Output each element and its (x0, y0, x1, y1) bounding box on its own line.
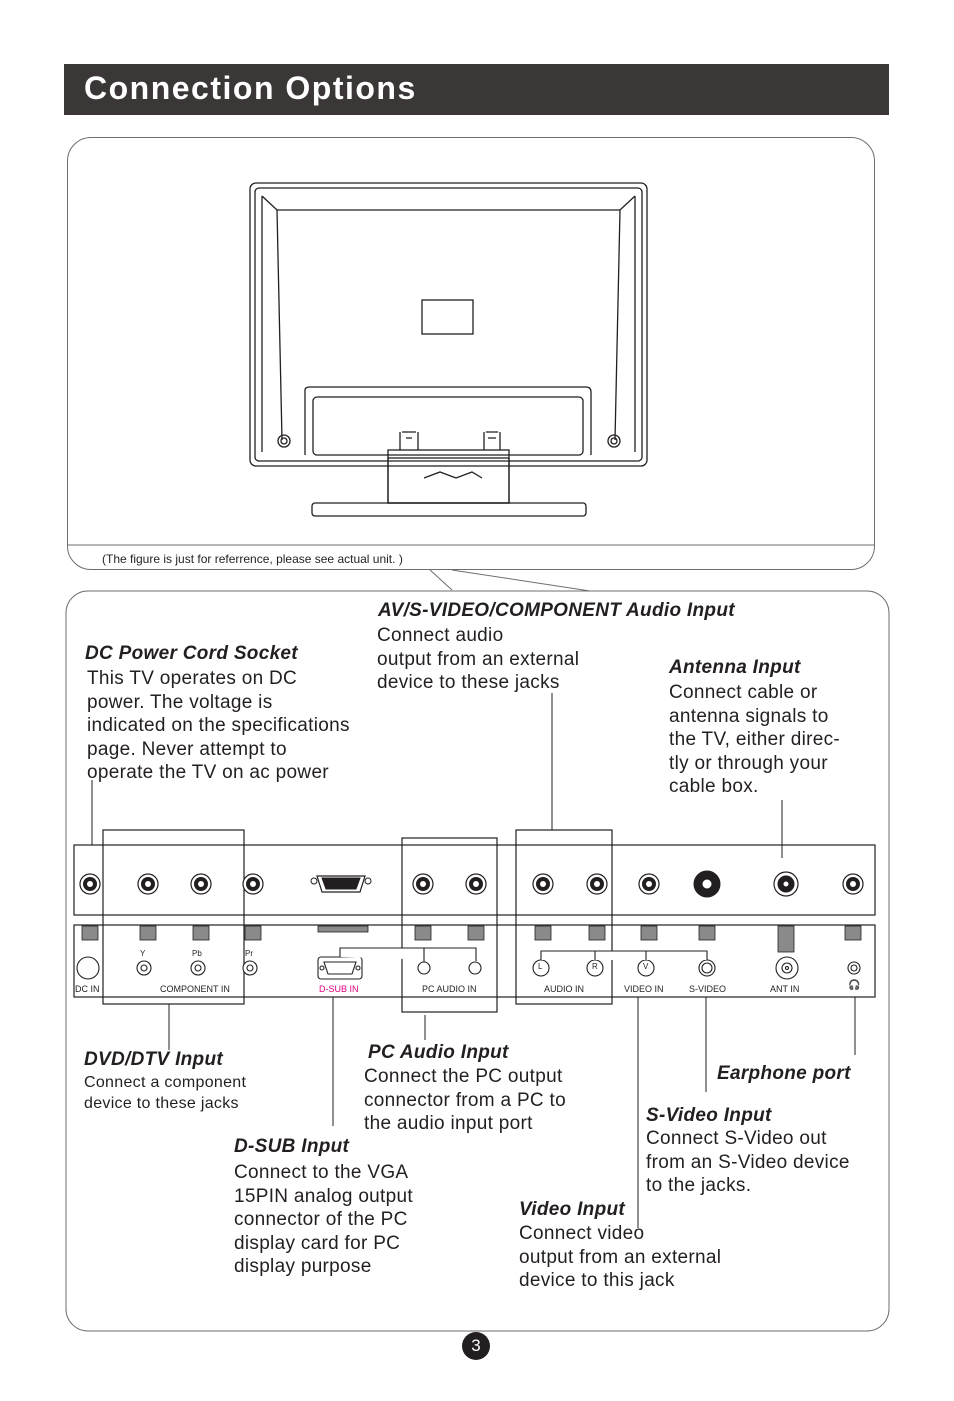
pr-label: Pr (245, 949, 253, 958)
tv-figure-panel (67, 137, 875, 570)
dc-in-label: DC IN (75, 984, 100, 994)
dvd-dtv-body: Connect a component device to these jack… (84, 1074, 247, 1112)
side-view-jacks (79, 870, 864, 898)
y-label: Y (140, 949, 146, 958)
jack-panel-front-view (73, 924, 876, 998)
pc-audio-body: Connect the PC output connector from a P… (364, 1066, 566, 1135)
antenna-body: Connect cable or antenna signals to the … (669, 682, 841, 798)
front-view-jacks (76, 947, 861, 980)
figure-divider (68, 544, 874, 592)
page-number: 3 (462, 1332, 490, 1360)
audio-left-label: L (538, 962, 543, 971)
tv-rear-illustration (249, 182, 648, 517)
video-in-label: VIDEO IN (624, 984, 664, 994)
svideo-heading: S-Video Input (646, 1105, 772, 1126)
audio-right-label: R (592, 962, 598, 971)
dc-power-body: This TV operates on DC power. The voltag… (87, 668, 350, 784)
video-heading: Video Input (519, 1199, 626, 1220)
pb-label: Pb (192, 949, 202, 958)
figure-note: (The figure is just for referrence, plea… (102, 552, 403, 566)
headphone-icon: 🎧 (848, 980, 861, 991)
dsub-in-label: D-SUB IN (319, 984, 359, 994)
title-bar (64, 64, 889, 115)
dvd-dtv-heading: DVD/DTV Input (84, 1049, 223, 1070)
pc-audio-in-label: PC AUDIO IN (422, 984, 477, 994)
component-in-label: COMPONENT IN (160, 984, 230, 994)
connection-panel (65, 590, 890, 1332)
video-v-label: V (643, 962, 649, 971)
dc-power-heading: DC Power Cord Socket (85, 643, 298, 664)
s-video-label: S-VIDEO (689, 984, 727, 994)
page-title: Connection Options (84, 70, 417, 106)
av-input-heading: AV/S-VIDEO/COMPONENT Audio Input (378, 600, 735, 621)
antenna-heading: Antenna Input (669, 657, 801, 678)
pc-audio-heading: PC Audio Input (368, 1042, 509, 1063)
ant-in-label: ANT IN (770, 984, 800, 994)
video-body: Connect video output from an external de… (519, 1223, 722, 1292)
jack-stems (81, 925, 862, 953)
dsub-body: Connect to the VGA 15PIN analog output c… (234, 1162, 413, 1278)
dsub-heading: D-SUB Input (234, 1136, 350, 1157)
svideo-body: Connect S-Video out from an S-Video devi… (646, 1128, 850, 1197)
earphone-heading: Earphone port (717, 1063, 851, 1084)
audio-in-label: AUDIO IN (544, 984, 585, 994)
av-input-body: Connect audio output from an external de… (377, 625, 580, 694)
leader-lines (91, 693, 856, 1228)
